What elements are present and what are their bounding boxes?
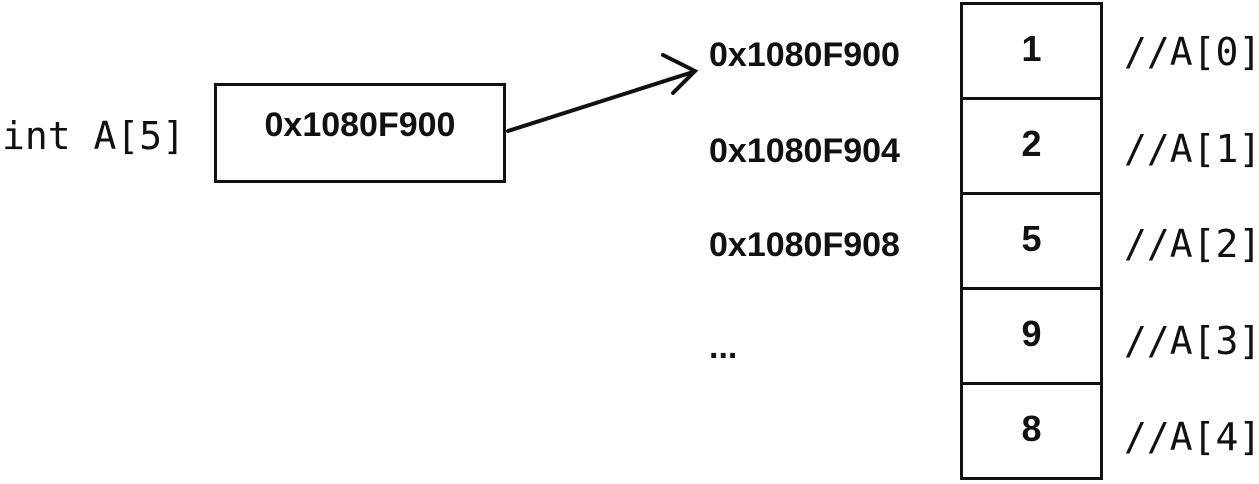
- array-cell: 8: [963, 385, 1100, 480]
- arrow-head: [661, 53, 699, 95]
- cell-value: 9: [1021, 313, 1042, 354]
- index-comment: //A[3]: [1124, 319, 1259, 363]
- array-cell: 1: [963, 5, 1100, 100]
- pointer-value: 0x1080F900: [264, 106, 456, 144]
- array-declaration: int A[5]: [2, 114, 186, 158]
- index-comment: //A[0]: [1124, 30, 1259, 74]
- array-cell: 5: [963, 195, 1100, 290]
- cell-value: 1: [1021, 28, 1042, 69]
- address-label: 0x1080F904: [709, 132, 900, 170]
- address-ellipsis: ...: [709, 328, 738, 366]
- array-cell: 2: [963, 100, 1100, 195]
- arrow-shaft: [506, 70, 695, 133]
- cell-value: 8: [1021, 408, 1042, 449]
- index-comment: //A[2]: [1124, 222, 1259, 266]
- cell-value: 2: [1021, 123, 1042, 164]
- address-label: 0x1080F900: [709, 36, 900, 74]
- cell-value: 5: [1021, 218, 1042, 259]
- address-label: 0x1080F908: [709, 226, 900, 264]
- array-cell: 9: [963, 290, 1100, 385]
- pointer-box: 0x1080F900: [214, 83, 506, 183]
- index-comment: //A[1]: [1124, 127, 1259, 171]
- array-memory-column: 1 2 5 9 8: [960, 2, 1103, 480]
- index-comment: //A[4]: [1124, 415, 1259, 459]
